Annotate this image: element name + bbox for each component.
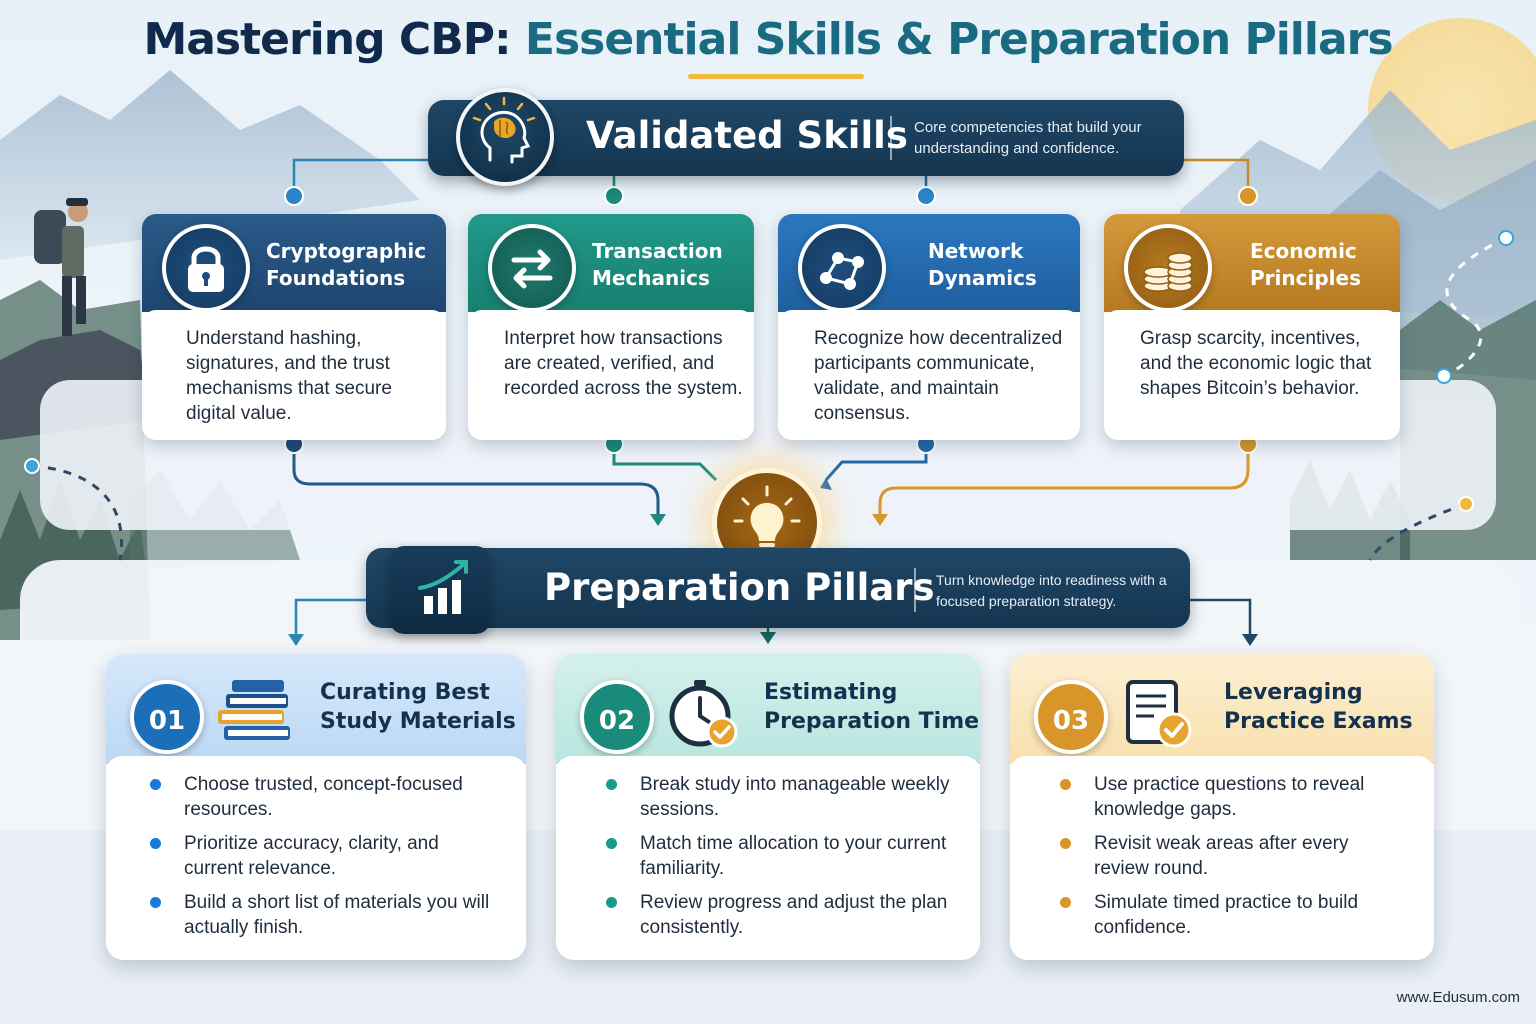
pillar-bullet-list: Choose trusted, concept-focused resource… (146, 772, 496, 949)
title-part-1: Mastering CBP: (143, 14, 511, 65)
pillar-card-body (1010, 756, 1434, 960)
hiker-figure (34, 198, 88, 336)
list-item: Break study into manageable weekly sessi… (602, 772, 952, 822)
skill-card-body (468, 310, 754, 440)
list-item: Match time allocation to your current fa… (602, 831, 952, 881)
skill-description: Recognize how decentralized participants… (814, 328, 1063, 424)
title-underline (688, 74, 864, 79)
document-check-icon (1114, 670, 1204, 760)
books-icon (210, 670, 300, 760)
bullet-dot (1060, 779, 1071, 790)
bullet-text: Build a short list of materials you will… (184, 892, 490, 938)
bullet-dot (150, 779, 161, 790)
pillar-number-badge: 01 (130, 680, 204, 754)
bullet-dot (1060, 838, 1071, 849)
skill-description: Interpret how transactions are created, … (504, 328, 743, 399)
swap-arrows-icon (488, 224, 576, 312)
skill-card-body (142, 310, 446, 440)
list-item: Use practice questions to reveal knowled… (1056, 772, 1406, 822)
validated-skills-banner: Validated Skills Core competencies that … (428, 100, 1184, 176)
growth-chart-icon (390, 546, 490, 634)
brain-head-icon (456, 88, 554, 186)
bullet-dot (150, 838, 161, 849)
skill-title: Transaction Mechanics (592, 239, 723, 290)
pillar-bullet-list: Break study into manageable weekly sessi… (602, 772, 952, 949)
preparation-pillars-description: Turn knowledge into readiness with a foc… (936, 572, 1167, 609)
skill-card-body (1104, 310, 1400, 440)
bullet-text: Prioritize accuracy, clarity, and curren… (184, 833, 439, 879)
pillar-number-badge: 02 (580, 680, 654, 754)
bullet-dot (606, 838, 617, 849)
bullet-text: Revisit weak areas after every review ro… (1094, 833, 1349, 879)
list-item: Review progress and adjust the plan cons… (602, 890, 952, 940)
title-part-2: Essential Skills & Preparation Pillars (524, 14, 1394, 65)
pillar-card-study-materials: 01 Curating Best Study Materials Choose … (106, 654, 526, 960)
bullet-text: Choose trusted, concept-focused resource… (184, 774, 463, 820)
pillar-card-practice-exams: 03 Leveraging Practice Exams Use practic… (1010, 654, 1434, 960)
validated-skills-title: Validated Skills (586, 114, 908, 157)
list-item: Choose trusted, concept-focused resource… (146, 772, 496, 822)
list-item: Build a short list of materials you will… (146, 890, 496, 940)
skill-card-network: Network Dynamics Recognize how decentral… (778, 214, 1080, 440)
pillar-number-badge: 03 (1034, 680, 1108, 754)
pillar-card-body (556, 756, 980, 960)
pillar-card-preparation-time: 02 Estimating Preparation Time Break stu… (556, 654, 980, 960)
coin-stack-icon (1124, 224, 1212, 312)
skill-title: Network Dynamics (928, 239, 1037, 290)
skill-card-cryptographic: Cryptographic Foundations Understand has… (142, 214, 446, 440)
pillar-title: Leveraging Practice Exams (1224, 680, 1413, 734)
bullet-text: Use practice questions to reveal knowled… (1094, 774, 1365, 820)
network-nodes-icon (798, 224, 886, 312)
pillar-bullet-list: Use practice questions to reveal knowled… (1056, 772, 1406, 949)
skill-description: Understand hashing, signatures, and the … (186, 328, 392, 424)
preparation-pillars-banner: Preparation Pillars Turn knowledge into … (366, 548, 1190, 628)
bullet-dot (606, 779, 617, 790)
skill-title: Economic Principles (1250, 239, 1361, 290)
pillar-card-body (106, 756, 526, 960)
site-credit: www.Edusum.com (1396, 989, 1520, 1006)
bullet-dot (606, 897, 617, 908)
bullet-dot (150, 897, 161, 908)
clock-check-icon (660, 670, 750, 760)
pillar-title: Estimating Preparation Time (764, 680, 980, 734)
skill-card-economic: Economic Principles Grasp scarcity, ince… (1104, 214, 1400, 440)
skill-card-transaction: Transaction Mechanics Interpret how tran… (468, 214, 754, 440)
page-title: Mastering CBP: Essential Skills & Prepar… (0, 14, 1536, 65)
list-item: Simulate timed practice to build confide… (1056, 890, 1406, 940)
validated-skills-description: Core competencies that build your unders… (914, 119, 1142, 157)
bullet-dot (1060, 897, 1071, 908)
banner-separator (914, 568, 916, 612)
skill-card-body (778, 310, 1080, 440)
skill-title: Cryptographic Foundations (266, 239, 427, 290)
skill-description: Grasp scarcity, incentives, and the econ… (1140, 328, 1372, 399)
bullet-text: Simulate timed practice to build confide… (1094, 892, 1359, 938)
bullet-text: Break study into manageable weekly sessi… (640, 774, 950, 820)
bullet-text: Match time allocation to your current fa… (640, 833, 947, 879)
banner-separator (890, 116, 892, 160)
padlock-icon (162, 224, 250, 312)
list-item: Prioritize accuracy, clarity, and curren… (146, 831, 496, 881)
bullet-text: Review progress and adjust the plan cons… (640, 892, 948, 938)
list-item: Revisit weak areas after every review ro… (1056, 831, 1406, 881)
pillar-title: Curating Best Study Materials (320, 680, 516, 734)
preparation-pillars-title: Preparation Pillars (544, 566, 935, 609)
